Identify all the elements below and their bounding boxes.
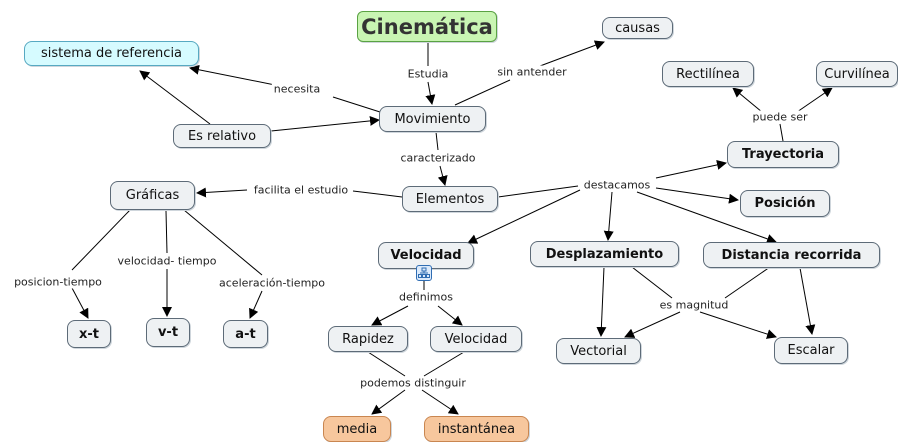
connector-arrow	[421, 389, 459, 415]
connector-arrow	[699, 311, 777, 339]
connector	[183, 209, 263, 276]
connector-arrow	[196, 187, 248, 198]
connector-arrow	[655, 187, 739, 204]
connector-arrow	[655, 159, 727, 179]
concept-posicion[interactable]: Posición	[740, 190, 830, 217]
link-label-aceleracion-tiempo: aceleración-tiempo	[217, 276, 327, 290]
connector	[367, 351, 406, 377]
connector	[435, 131, 439, 151]
link-label-facilita-el-estudio: facilita el estudio	[251, 183, 351, 197]
connector-arrow	[189, 64, 281, 87]
connector-arrow	[139, 70, 211, 125]
concept-media[interactable]: media	[323, 416, 391, 442]
concept-instantanea[interactable]: instantánea	[424, 416, 529, 442]
link-label-caracterizado: caracterizado	[398, 151, 478, 165]
connector-arrow	[603, 191, 614, 241]
connector-arrow	[270, 115, 380, 132]
connector-arrow	[437, 305, 463, 326]
concept-a-t[interactable]: a-t	[223, 320, 268, 348]
concept-velocidad-2[interactable]: Velocidad	[430, 326, 522, 352]
link-label-definimos: definimos	[397, 290, 455, 304]
connector-arrow	[539, 40, 605, 67]
connector-arrow	[796, 87, 833, 113]
concept-sistema-de-referencia[interactable]: sistema de referencia	[24, 41, 199, 66]
concept-curvilinea[interactable]: Curvilínea	[816, 61, 898, 87]
connector-arrow	[371, 389, 406, 415]
connector	[165, 210, 168, 254]
connector-arrow	[425, 81, 436, 105]
link-label-posicion-tiempo: posicion-tiempo	[12, 275, 104, 289]
concept-elementos[interactable]: Elementos	[402, 186, 498, 212]
link-label-podemos-distinguir: podemos distinguir	[358, 376, 468, 390]
link-label-destacamos: destacamos	[581, 178, 653, 192]
connector-arrow	[467, 189, 581, 244]
connector	[423, 351, 465, 377]
connector-arrow	[636, 191, 777, 244]
connector	[332, 96, 381, 113]
concept-distancia-recorrida[interactable]: Distancia recorrida	[703, 242, 880, 268]
connector	[779, 123, 784, 142]
connector	[724, 266, 771, 299]
connector-arrow	[71, 287, 89, 319]
link-label-estudia: Estudia	[405, 67, 451, 81]
concept-causas[interactable]: causas	[602, 17, 673, 39]
connector-arrow	[371, 305, 409, 326]
concept-v-t[interactable]: v-t	[146, 318, 190, 347]
connector	[71, 209, 131, 271]
concept-graficas[interactable]: Gráficas	[110, 181, 195, 210]
connector-arrow	[799, 267, 816, 335]
concept-x-t[interactable]: x-t	[67, 320, 111, 348]
resource-link-icon[interactable]	[416, 265, 432, 281]
link-label-necesita: necesita	[271, 82, 323, 96]
concept-escalar[interactable]: Escalar	[774, 337, 848, 364]
concept-vectorial[interactable]: Vectorial	[556, 338, 641, 364]
concept-rectilinea[interactable]: Rectilínea	[662, 61, 754, 87]
connector-arrow	[732, 87, 763, 113]
concept-trayectoria[interactable]: Trayectoria	[727, 141, 839, 168]
link-label-velocidad-tiempo: velocidad- tiempo	[115, 254, 219, 268]
connector	[352, 190, 403, 198]
connector-arrow	[437, 165, 448, 186]
connector-arrow	[596, 266, 607, 337]
link-label-es-magnitud: es magnitud	[657, 298, 731, 312]
concept-es-relativo[interactable]: Es relativo	[173, 124, 271, 148]
concept-movimiento[interactable]: Movimiento	[379, 106, 486, 132]
concept-desplazamiento[interactable]: Desplazamiento	[530, 241, 679, 267]
concept-velocidad[interactable]: Velocidad	[378, 242, 474, 269]
connector-arrow	[624, 311, 681, 338]
connector	[497, 185, 579, 198]
connector	[454, 79, 511, 106]
link-label-sin-antender: sin antender	[495, 65, 569, 79]
connector	[631, 266, 673, 299]
connector-arrow	[249, 290, 263, 319]
concept-cinematica[interactable]: Cinemática	[357, 11, 497, 42]
concept-rapidez[interactable]: Rapidez	[328, 326, 408, 352]
link-label-puede-ser: puede ser	[750, 110, 810, 124]
